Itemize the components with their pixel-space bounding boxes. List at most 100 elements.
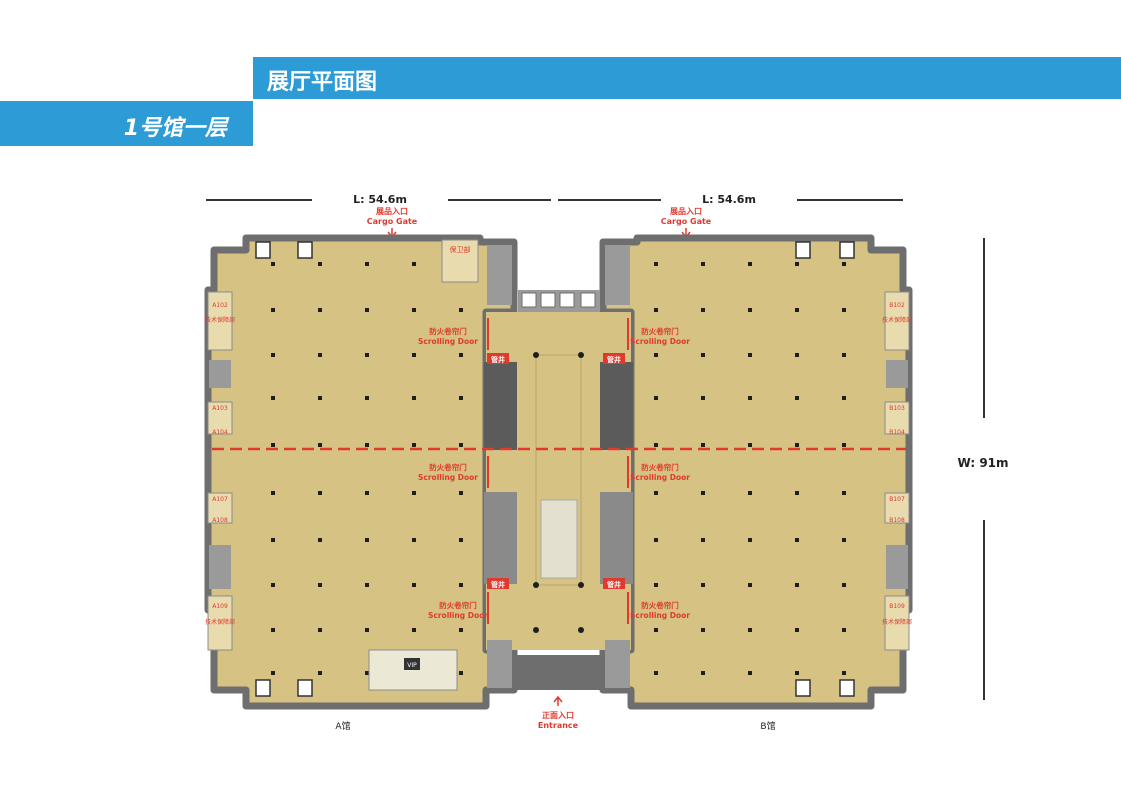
stair-b2 [886, 545, 908, 589]
pillar [795, 308, 799, 312]
atrium-pillar [533, 627, 539, 633]
pillar [842, 308, 846, 312]
pillar [795, 583, 799, 587]
pillar [842, 671, 846, 675]
pillar [412, 262, 416, 266]
pillar [701, 671, 705, 675]
pillar [412, 443, 416, 447]
pillar [748, 491, 752, 495]
pillar [654, 396, 658, 400]
pillar [271, 308, 275, 312]
room-b108-label: B108 [889, 517, 905, 524]
room-a107-label: A107 [212, 496, 228, 503]
toilet-icon [297, 241, 313, 259]
room-a103 [207, 401, 233, 435]
scrolling-door-en: Scrolling Door [428, 611, 488, 620]
stair-bottom-right [605, 640, 630, 688]
room-a109-sub: 技术保障部 [205, 618, 235, 626]
stair-a2 [209, 545, 231, 589]
pillar [365, 583, 369, 587]
atrium-pillar [533, 352, 539, 358]
atrium-pillar [578, 627, 584, 633]
scrolling-door-en: Scrolling Door [418, 473, 478, 482]
atrium-pillar [578, 352, 584, 358]
pillar [654, 491, 658, 495]
top-toilets [521, 292, 596, 308]
pillar [318, 583, 322, 587]
pillar [459, 671, 463, 675]
atrium-pillar [533, 582, 539, 588]
page-title: 展厅平面图 [267, 70, 378, 95]
pillar [748, 396, 752, 400]
vip-icon [404, 658, 420, 670]
toilet-icon [839, 241, 855, 259]
escalator [540, 499, 578, 579]
pillar [654, 262, 658, 266]
dimension-lines [206, 199, 985, 700]
right-wing-rooms: B102 技术保障部 B103 B104 B107 B108 B109 技术保障… [882, 291, 912, 651]
room-a102-sub: 技术保障部 [205, 316, 235, 324]
pillar [459, 353, 463, 357]
scrolling-door-labels: 防火卷帘门 Scrolling Door 防火卷帘门 Scrolling Doo… [418, 326, 690, 620]
corner-toilets [255, 241, 855, 697]
room-a102 [207, 291, 233, 351]
pillar [748, 628, 752, 632]
central-cores [484, 245, 633, 688]
entrance-cn: 正面入口 [542, 711, 574, 720]
hall-a-floor [204, 234, 518, 710]
pillar [459, 308, 463, 312]
room-a107 [207, 492, 233, 524]
pillar [842, 262, 846, 266]
pillar [365, 308, 369, 312]
pillar [701, 583, 705, 587]
pillar [318, 262, 322, 266]
room-a102-label: A102 [212, 302, 228, 309]
pillar [318, 491, 322, 495]
pillar [318, 628, 322, 632]
subtitle-banner: 1号馆一层 [0, 101, 253, 146]
pillar [748, 583, 752, 587]
toilet-icon [255, 241, 271, 259]
cargo-gate-left-cn: 展品入口 [375, 207, 408, 216]
pillar [271, 396, 275, 400]
pipe-wells: 管井 管井 管井 管井 [487, 353, 625, 589]
room-b102-label: B102 [889, 302, 905, 309]
pillar [701, 396, 705, 400]
stair-top-right [605, 245, 630, 305]
pillar [654, 353, 658, 357]
pillar [748, 443, 752, 447]
length-right-label: L: 54.6m [702, 193, 756, 206]
pillar [795, 671, 799, 675]
room-b102 [884, 291, 910, 351]
room-b109-sub: 技术保障部 [882, 618, 912, 626]
room-a108-label: A108 [212, 517, 228, 524]
pillar [795, 353, 799, 357]
pillar [318, 671, 322, 675]
pillar [365, 353, 369, 357]
length-left-label: L: 54.6m [353, 193, 407, 206]
toilet-icon [580, 292, 596, 308]
scrolling-door-cn: 防火卷帘门 [429, 326, 467, 336]
pillar [365, 491, 369, 495]
cargo-gate-right-en: Cargo Gate [661, 217, 712, 226]
pillar [365, 262, 369, 266]
pillar [271, 262, 275, 266]
cargo-gate-right-cn: 展品入口 [669, 207, 702, 216]
pillar [795, 262, 799, 266]
pillar [748, 538, 752, 542]
toilet-icon [559, 292, 575, 308]
pipe-well-label: 管井 [491, 580, 505, 589]
pillar [318, 396, 322, 400]
pillar [412, 628, 416, 632]
pillar [365, 396, 369, 400]
room-a103-label: A103 [212, 405, 228, 412]
security-office-label: 保卫部 [450, 245, 471, 254]
toilet-icon [839, 679, 855, 697]
pillar [365, 538, 369, 542]
scrolling-door-cn: 防火卷帘门 [429, 462, 467, 472]
hall-b-floor [599, 234, 913, 710]
room-b107 [884, 492, 910, 524]
toilet-icon [297, 679, 313, 697]
pillar [795, 628, 799, 632]
pillar [459, 491, 463, 495]
